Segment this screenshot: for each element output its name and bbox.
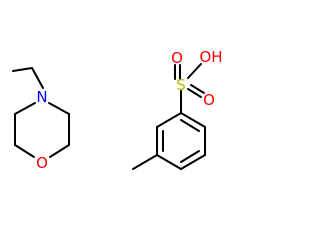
- o-c-left-bond: [14, 144, 35, 158]
- ethyl-ch2-n-bond: [31, 67, 44, 89]
- sulfonyl-oxygen-top-label: O: [171, 49, 183, 67]
- ring-double-bond-upper-right: [180, 119, 200, 132]
- ethyl-ch3-ch2-bond: [12, 67, 33, 72]
- structure-drawing: N O: [12, 48, 223, 172]
- ring-bond-lower-right-bottom: [180, 154, 206, 170]
- c-o-right-bond: [49, 144, 70, 158]
- nitrogen-label: N: [36, 88, 47, 106]
- hydroxyl-oxygen-label: OH: [199, 48, 222, 66]
- n-c-right-bond: [48, 102, 70, 115]
- ring-bond-bottom-lower-left: [156, 154, 182, 170]
- ring-oxygen-label: O: [36, 154, 48, 172]
- sulfonyl-oxygen-right-label: O: [203, 91, 215, 109]
- methyl-bond: [132, 154, 158, 170]
- s-oh-bond: [187, 63, 202, 79]
- sulfur-label: S: [176, 76, 186, 94]
- ethylmorpholine-molecule: N O: [12, 67, 70, 172]
- s-o-right-double-bond-b: [190, 84, 205, 94]
- chemical-structure-canvas: N O: [12, 48, 223, 172]
- ring-bond-top-upper-right: [180, 112, 206, 128]
- ring-double-bond-lower-right: [180, 150, 200, 163]
- c-n-left-bond: [14, 102, 36, 115]
- s-o-right-double-bond-a: [187, 88, 202, 98]
- toluenesulfonic-acid-molecule: S O O OH: [132, 48, 223, 170]
- ring-bond-upper-left-top: [156, 112, 182, 128]
